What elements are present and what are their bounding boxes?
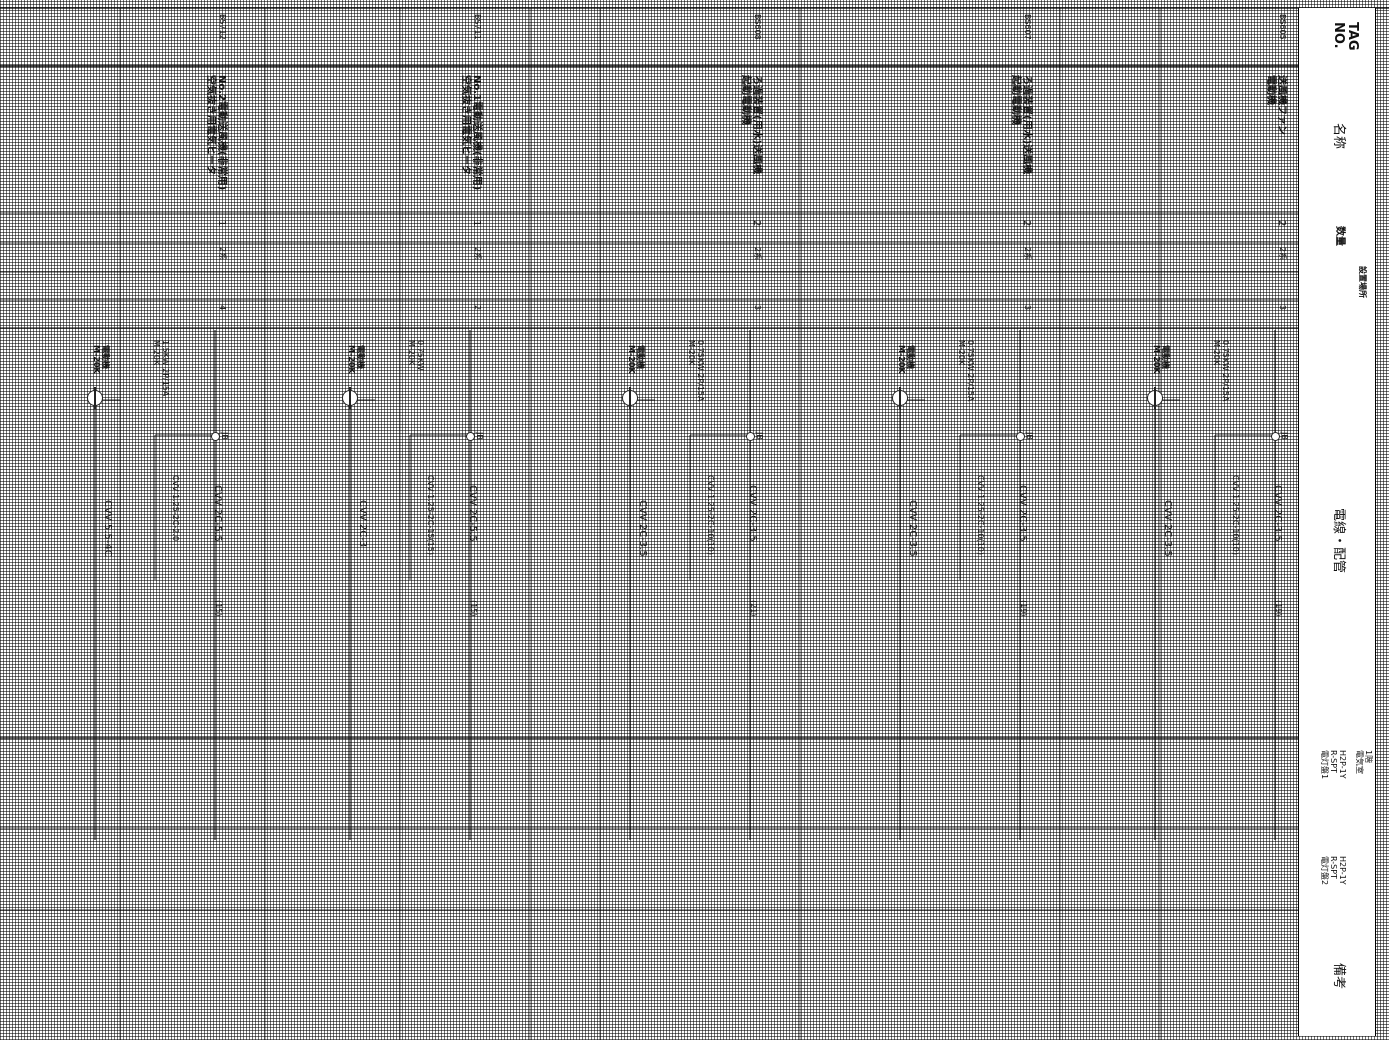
row-cable-aux: CVV 1.25-2C-10(10): [976, 475, 985, 555]
row-terminal: JB: [1025, 432, 1034, 440]
row-aux-label: 0.75KW 2P/15A M-20K: [687, 340, 705, 402]
row-length: (15): [469, 600, 478, 617]
row-cable-main: CVV 2C-3.5: [1272, 485, 1283, 542]
row-mark: 2系: [1023, 247, 1032, 261]
row-name: No.1電動送風機(非常用) 空気抜き用電気ヒータ: [460, 75, 482, 191]
motor-symbol-icon: [622, 387, 638, 409]
title-name: 名称: [1331, 123, 1346, 150]
terminal-icon: [211, 432, 220, 441]
row-tag: BS605: [1278, 14, 1287, 40]
title-board1: 1階 電気室: [1355, 750, 1373, 774]
motor-symbol-icon: [1147, 387, 1163, 409]
row-name: No.2電動送風機(非常用) 空気抜き用電気ヒータ: [205, 75, 227, 191]
row-length: (19): [1019, 600, 1028, 617]
row-cable-main: CVV 2C-5.5: [467, 485, 478, 542]
row-mark: 2系: [1278, 247, 1287, 261]
row-aux-label: 1.5KW 2P/15A M-20K: [152, 340, 170, 397]
motor-symbol-icon: [87, 387, 103, 409]
row-name: 送風機ファン 電動機: [1265, 75, 1287, 135]
motor-symbol-icon: [892, 387, 908, 409]
row-cable-aux: CVV 1.25-2C-10(10): [706, 475, 715, 555]
title-block: TAG NO. 名称 数量 設置場所 電線・配管 1階 電気室 H2P-1Y R…: [1298, 8, 1376, 1036]
title-place: 設置場所: [1358, 266, 1367, 298]
row-qty: 2: [751, 220, 762, 227]
row-terminal: JB: [220, 432, 229, 440]
row-tag: BS711: [473, 14, 482, 40]
row-cable-motor: CVV 2C-3.5: [907, 500, 918, 557]
row-qty: 1: [471, 220, 482, 227]
row-qty: 2: [1021, 220, 1032, 227]
row-device-label: 電動機 M-20K: [1152, 345, 1170, 374]
row-length: (21): [749, 600, 758, 617]
row-tag: BS607: [1023, 14, 1032, 40]
row-cable-aux: CVV 1.25-2C-2.0: [171, 475, 180, 542]
row-device-label: 電動機 M-20K: [897, 345, 915, 374]
row-terminal: JB: [1280, 432, 1289, 440]
row-device-label: 電動機 M-20K: [347, 345, 365, 374]
row-cable-motor: CVV 2C-3.5: [637, 500, 648, 557]
row-mark: 2系: [218, 247, 227, 261]
row-cable-main: CVV 2C-3.5: [1017, 485, 1028, 542]
title-board2-spec: H2P-1Y R-SPT 電灯盤2: [1320, 856, 1347, 886]
row-length: (19): [1274, 600, 1283, 617]
row-qty: 1: [216, 220, 227, 227]
row-aux-label: 0.75KW 2P/15A M-20K: [957, 340, 975, 402]
row-device-label: 電動機 M-20K: [92, 345, 110, 374]
row-name: ろ過装置(用水)送風機 起動電動機: [1010, 75, 1032, 175]
row-cable-motor: CVV 2C-3: [357, 500, 368, 548]
row-aux-label: 0.75KW 2P/15A M-20K: [1212, 340, 1230, 402]
row-length: (15): [214, 600, 223, 617]
title-quantity: 数量: [1334, 226, 1345, 246]
terminal-icon: [1016, 432, 1025, 441]
row-cable-motor: CVV 5.5-4C: [102, 500, 113, 557]
row-mark: 2系: [473, 247, 482, 261]
row-cable-aux: CVV 1.25-2C-15(15): [426, 475, 435, 555]
row-num: 2: [473, 305, 482, 311]
row-tag: BS712: [218, 14, 227, 40]
row-num: 3: [1278, 305, 1287, 311]
row-device-label: 電動機 M-20K: [627, 345, 645, 374]
row-cable-motor: CVV 2C-3.5: [1162, 500, 1173, 557]
terminal-icon: [746, 432, 755, 441]
row-cable-main: CVV 2C-5.5: [212, 485, 223, 542]
row-terminal: JB: [475, 432, 484, 440]
title-symbol: TAG NO.: [1331, 22, 1360, 51]
row-mark: 2系: [753, 247, 762, 261]
terminal-icon: [1271, 432, 1280, 441]
row-cable-main: CVV 2C-3.5: [747, 485, 758, 542]
row-cable-aux: CVV 1.25-2C-10(10): [1231, 475, 1240, 555]
row-name: ろ過装置(用水)送風機 起動電動機: [740, 75, 762, 175]
row-aux-label: 0.75KW M-20K: [407, 340, 425, 371]
motor-symbol-icon: [342, 387, 358, 409]
title-cable-header: 電線・配管: [1331, 508, 1346, 574]
row-num: 4: [218, 305, 227, 311]
terminal-icon: [466, 432, 475, 441]
row-num: 3: [753, 305, 762, 311]
row-qty: 2: [1276, 220, 1287, 227]
title-board1-spec: H2P-1Y R-SPT 電灯盤1: [1320, 750, 1347, 780]
row-tag: BS608: [753, 14, 762, 40]
row-num: 3: [1023, 305, 1032, 311]
row-terminal: JB: [755, 432, 764, 440]
title-remarks: 備考: [1331, 963, 1346, 990]
